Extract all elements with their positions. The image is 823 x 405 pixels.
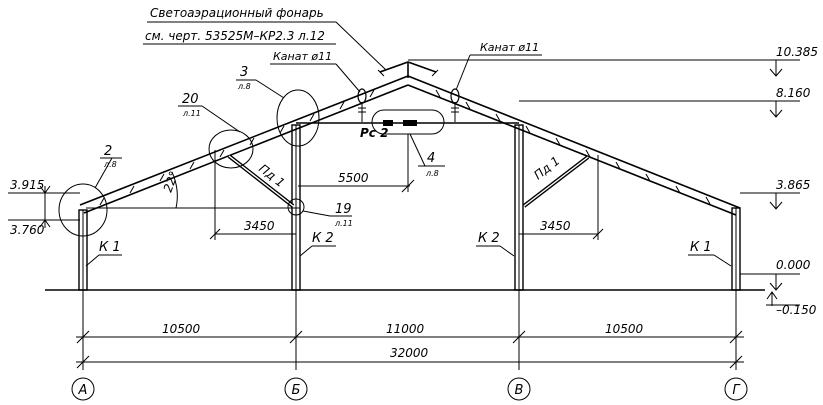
level-right-eave-text: 3.865 (776, 178, 810, 192)
rope-note-right: Канат ø11 (455, 41, 542, 91)
rope-note-left-text: Канат ø11 (273, 50, 332, 63)
column-k2-right (514, 124, 524, 291)
dimension-3450-right: 3450 (519, 155, 604, 240)
callout-3: 3 л.8 (236, 65, 285, 99)
callout-19: 19 л.11 (302, 202, 353, 228)
axis-label-a: А (78, 383, 88, 398)
axis-label-g: Г (732, 383, 741, 398)
roof-right-slope (407, 75, 741, 216)
callout-4: 4 л.8 (409, 133, 445, 178)
callout-20-number: 20 (182, 92, 199, 107)
label-k1-left: К 1 (99, 240, 121, 255)
dimension-3450-right-text: 3450 (540, 219, 571, 233)
axis-bubble-b: Б (284, 377, 308, 401)
lantern-note-line2: см. черт. 53525М–КР2.3 л.12 (145, 29, 325, 43)
callout-19-sheet: л.11 (334, 219, 353, 228)
level-left-eave: 3.915 3.760 (8, 178, 80, 237)
level-below-ground: –0.150 (766, 291, 817, 317)
axis-bubble-a: А (71, 377, 95, 401)
rope-hanger-left (357, 88, 367, 122)
callout-2-sheet: л.8 (103, 160, 117, 169)
dimension-5500: 5500 (298, 134, 415, 193)
callout-2-number: 2 (104, 144, 112, 159)
dimension-5500-text: 5500 (338, 171, 369, 185)
callout-3-number: 3 (240, 65, 248, 80)
column-k1-right (731, 207, 741, 291)
roof-left-slope (79, 75, 409, 214)
tie-rod-rs2 (296, 109, 519, 135)
lantern-note-line1: Светоаэрационный фонарь (150, 6, 324, 20)
lantern-note: Светоаэрационный фонарь см. черт. 53525М… (143, 6, 387, 71)
rope-note-right-text: Канат ø11 (480, 41, 539, 54)
axis-extension-lines (82, 290, 737, 370)
level-left-eave-top-text: 3.915 (10, 178, 44, 192)
angle-mark: 22° (86, 169, 300, 209)
dimension-span-ab: 10500 (162, 322, 201, 336)
label-rs2: Рс 2 (360, 126, 388, 140)
strut-pg1-right (522, 155, 590, 208)
level-right-eave: 3.865 (740, 178, 810, 210)
dimension-row-total: 32000 (76, 346, 744, 369)
callout-3-sheet: л.8 (237, 82, 251, 91)
axis-bubble-v: В (507, 377, 531, 401)
column-k1-left (78, 209, 88, 291)
dimension-span-bv: 11000 (386, 322, 425, 336)
level-below-ground-text: –0.150 (776, 303, 817, 317)
strut-pg1-left (227, 154, 295, 208)
callout-circle-2 (58, 183, 108, 237)
axis-label-v: В (515, 383, 524, 398)
callout-4-sheet: л.8 (425, 169, 439, 178)
label-k2-right: К 2 (478, 231, 500, 246)
ridge-lantern (377, 61, 439, 78)
level-tie-text: 8.160 (776, 86, 811, 100)
level-tie: 8.160 (519, 86, 811, 118)
dimension-row-spans: 10500 11000 10500 (76, 322, 744, 344)
callout-19-number: 19 (335, 202, 352, 217)
angle-label: 22° (161, 169, 181, 194)
label-k1-right: К 1 (690, 240, 712, 255)
dimension-3450-left: 3450 (209, 150, 296, 240)
level-ridge-text: 10.385 (776, 45, 818, 59)
rope-hanger-right (450, 88, 460, 122)
callout-20: 20 л.11 (178, 92, 241, 133)
dimension-total: 32000 (390, 346, 429, 360)
axis-bubble-g: Г (724, 377, 748, 401)
callout-circle-19 (287, 198, 305, 216)
level-ridge: 10.385 (408, 45, 818, 77)
rope-note-left: Канат ø11 (270, 50, 361, 93)
level-left-eave-bottom-text: 3.760 (10, 223, 45, 237)
callout-circle-3 (276, 89, 320, 147)
label-k2-left: К 2 (312, 231, 334, 246)
dimension-span-vg: 10500 (605, 322, 644, 336)
level-ground: 0.000 (740, 258, 811, 291)
callout-2: 2 л.8 (94, 144, 122, 189)
axis-label-b: Б (292, 383, 301, 398)
callout-circle-20 (208, 129, 254, 169)
level-ground-text: 0.000 (776, 258, 811, 272)
callout-20-sheet: л.11 (182, 109, 201, 118)
callout-4-number: 4 (427, 151, 435, 166)
label-pg1-left: Пд 1 (256, 161, 287, 190)
dimension-3450-left-text: 3450 (244, 219, 275, 233)
